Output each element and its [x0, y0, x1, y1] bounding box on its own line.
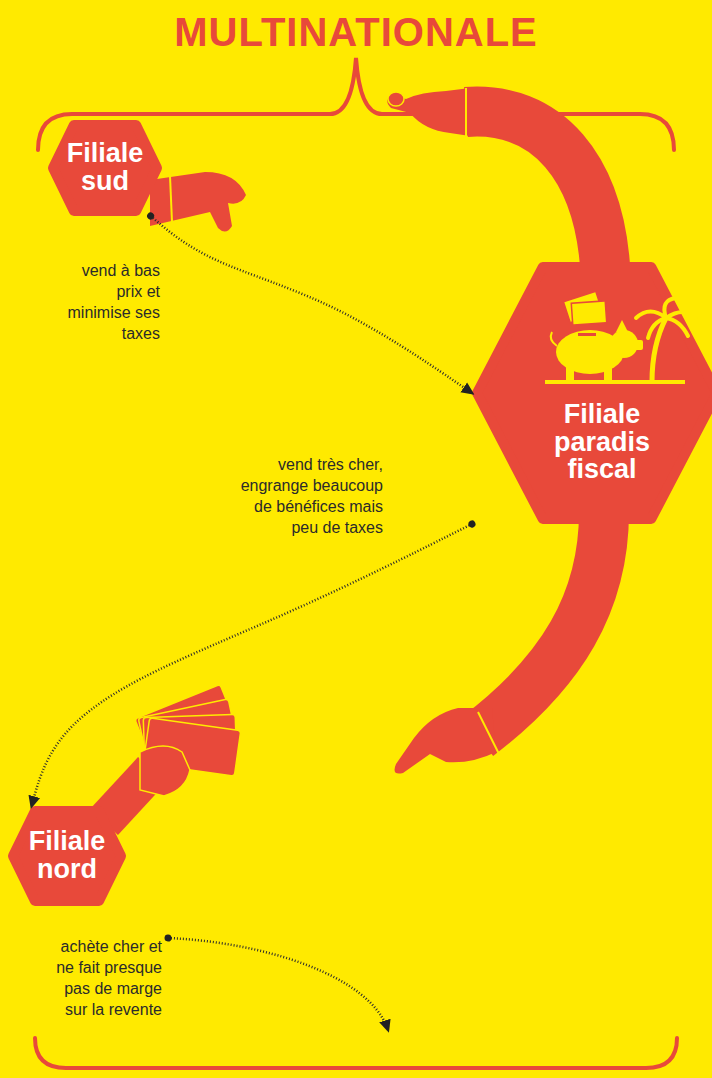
banknote	[143, 718, 241, 776]
piggy-bank	[556, 330, 624, 374]
dotted-arrow	[168, 938, 388, 1030]
south-hand	[150, 172, 246, 232]
cuff-line	[465, 88, 467, 136]
coin-slot	[578, 333, 596, 336]
banknote	[143, 714, 237, 763]
hexagon-node: Filiale sudvend à bas prix et minimise s…	[48, 120, 162, 216]
banknote	[571, 301, 606, 325]
node-description: vend très cher, engrange beaucoup de bén…	[228, 454, 383, 538]
bottom-brace	[35, 1038, 677, 1068]
pig-ear	[616, 320, 628, 332]
coin	[388, 92, 404, 106]
pig-leg	[566, 366, 574, 382]
hexagon-node: Filiale paradis fiscalvend très cher, en…	[472, 262, 712, 524]
palm-leaves	[636, 298, 696, 338]
north-hand	[140, 746, 190, 796]
upper-hand	[387, 88, 470, 136]
node-label: Filiale sud	[48, 120, 162, 216]
banknotes	[135, 684, 241, 776]
node-label: Filiale paradis fiscal	[532, 390, 672, 495]
cuff-line	[170, 176, 172, 222]
diagram-title: MULTINATIONALE	[0, 8, 712, 56]
hexagon-outline	[477, 267, 712, 519]
north-arm	[104, 770, 152, 822]
dotted-arrow	[151, 216, 472, 393]
hexagon-node: Filiale nordachète cher et ne fait presq…	[8, 806, 126, 906]
node-description: vend à bas prix et minimise ses taxes	[62, 260, 160, 344]
dotted-arrow	[32, 524, 472, 806]
upper-arm	[466, 112, 606, 282]
node-label: Filiale nord	[8, 806, 126, 906]
palm-trunk	[652, 318, 666, 382]
ground-line	[545, 380, 685, 384]
banknote	[138, 699, 238, 763]
pig-tail	[551, 332, 557, 346]
pig-leg	[604, 366, 612, 382]
lower-arm	[478, 512, 604, 736]
banknote	[135, 684, 238, 761]
banknote	[563, 291, 602, 322]
cuff-line	[478, 712, 500, 756]
pig-snout	[634, 340, 643, 350]
open-hand	[395, 708, 496, 774]
node-description: achète cher et ne fait presque pas de ma…	[45, 936, 162, 1020]
hexagon-shape	[472, 262, 712, 524]
pig-head	[610, 330, 638, 358]
